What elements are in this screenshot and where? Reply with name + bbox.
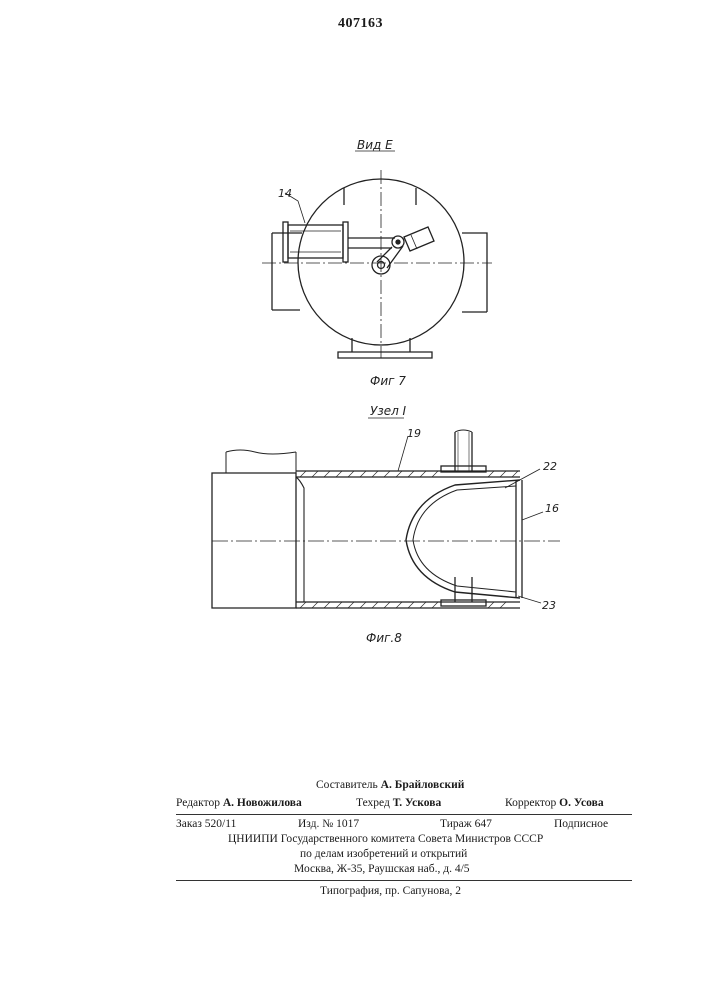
circulation: Тираж 647 [440, 818, 492, 830]
fig8-hatch-bottom [300, 602, 506, 608]
fig8-callout-19: 19 [407, 427, 421, 440]
fig8-leader-19 [398, 436, 408, 471]
fig8-end-plate [516, 480, 522, 598]
corrector-line: Корректор О. Усова [505, 797, 604, 809]
fig8-leader-16 [522, 512, 543, 520]
editor-line: Редактор А. Новожилова [176, 797, 302, 809]
fig8-node-title: Узел I [370, 404, 407, 418]
techred-line: Техред Т. Ускова [356, 797, 441, 809]
fig7-cylinder-cap-left [283, 222, 288, 262]
fig7-caption: Фиг 7 [370, 374, 406, 388]
subscription: Подписное [554, 818, 608, 830]
compiler-name: А. Брайловский [381, 779, 465, 791]
imprint-rule-top [176, 814, 632, 815]
printer-line: Типография, пр. Сапунова, 2 [320, 885, 461, 897]
fig8-cone-inner [413, 486, 516, 592]
compiler-line: Составитель А. Брайловский [316, 779, 464, 791]
fig8-pipe-bottom [455, 577, 472, 602]
fig8-left-block [212, 473, 296, 608]
techred-label: Техред [356, 797, 390, 809]
org-line-1: ЦНИИПИ Государственного комитета Совета … [228, 833, 543, 845]
imprint-rule-bottom [176, 880, 632, 881]
corrector-name: О. Усова [559, 797, 603, 809]
corrector-label: Корректор [505, 797, 556, 809]
fig8-drawing [212, 430, 560, 608]
fig8-pipe-top [455, 432, 472, 471]
fig7-drawing [262, 170, 492, 358]
fig8-leader-23 [518, 596, 541, 603]
edition-number: Изд. № 1017 [298, 818, 359, 830]
fig8-cone-outer [406, 480, 520, 598]
fig8-callout-23: 23 [542, 599, 556, 612]
fig7-left-flange [272, 233, 302, 310]
fig7-view-title: Вид Е [357, 138, 393, 152]
fig7-right-flange [462, 233, 487, 312]
fig8-callout-22: 22 [543, 460, 557, 473]
fig8-inner-left-wall [296, 477, 304, 602]
fig7-top-neck [344, 188, 416, 205]
fig7-cylinder-cap-right [343, 222, 348, 262]
fig8-caption: Фиг.8 [366, 631, 402, 645]
org-line-3: Москва, Ж-35, Раушская наб., д. 4/5 [294, 863, 470, 875]
fig7-piston-rod [348, 238, 395, 248]
fig7-cylinder-14 [288, 225, 343, 258]
fig8-upper-rect [226, 450, 296, 473]
fig7-callout-14: 14 [278, 187, 292, 200]
org-line-2: по делам изобретений и открытий [300, 848, 467, 860]
fig8-flange-bottom [441, 600, 486, 606]
fig8-callout-16: 16 [545, 502, 559, 515]
techred-name: Т. Ускова [393, 797, 441, 809]
compiler-label: Составитель [316, 779, 378, 791]
editor-name: А. Новожилова [223, 797, 302, 809]
fig7-angled-bracket [404, 227, 434, 251]
order-number: Заказ 520/11 [176, 818, 236, 830]
editor-label: Редактор [176, 797, 220, 809]
fig7-base [338, 338, 432, 358]
